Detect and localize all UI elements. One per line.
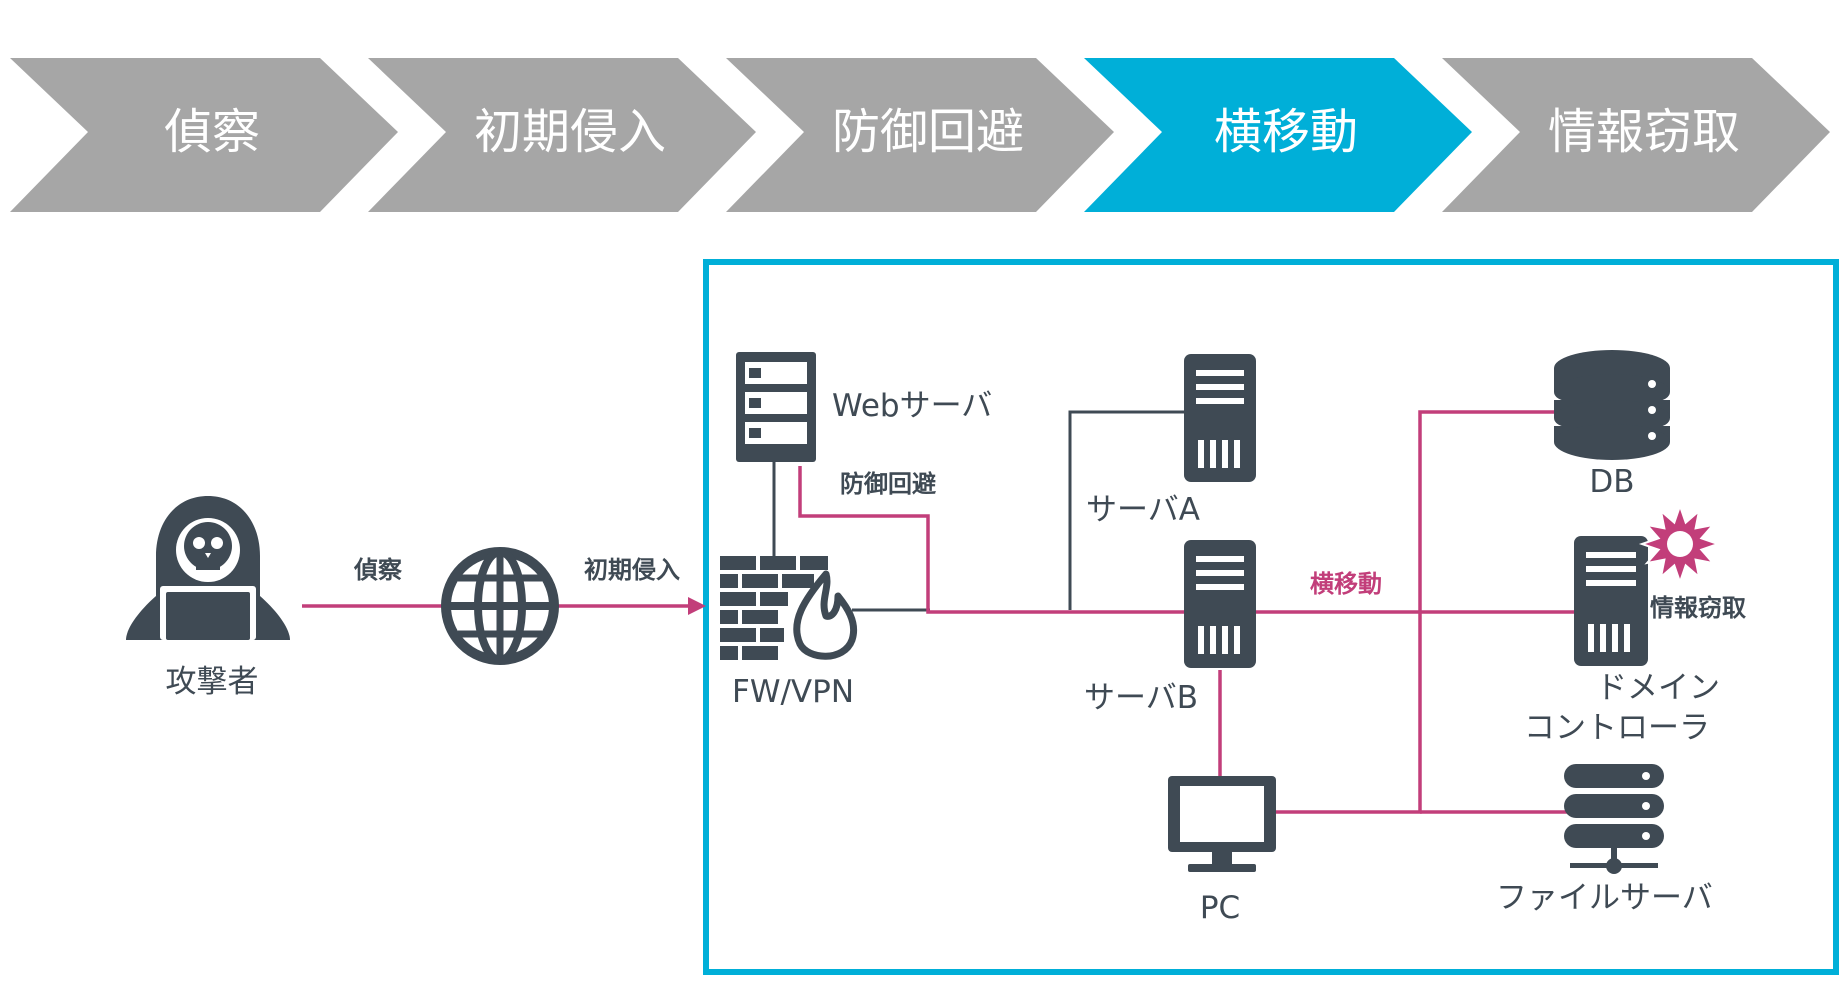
path-pc-db [1272,410,1554,814]
phase-defense-evasion: 防御回避 [726,58,1114,212]
connections [302,410,1576,814]
tower-server-icon [1184,540,1256,668]
tower-server-icon [1184,354,1256,482]
phase-recon-label: 偵察 [164,104,260,160]
node-pc: PC [1168,776,1276,926]
server-b-label: サーバB [1084,680,1198,716]
path-evasion [798,466,1184,614]
phase-exfiltration: 情報窃取 [1442,58,1830,212]
firewall-icon [720,556,857,660]
internal-network-boundary [703,259,1839,975]
phase-lateral-movement-label: 横移動 [1214,104,1358,160]
phase-initial-access: 初期侵入 [368,58,756,212]
node-db: DB [1552,350,1672,500]
db-label: DB [1589,464,1634,500]
arrow-head [688,597,706,615]
tower-server-icon [1574,536,1648,666]
file-server-label: ファイルサーバ [1496,880,1713,916]
hacker-icon [126,496,290,640]
edge-label-lateral-movement: 横移動 [1310,570,1382,598]
node-file-server: ファイルサーバ [1496,764,1713,916]
domain-controller-label-line1: ドメイン [1596,670,1720,706]
database-icon [1552,350,1672,460]
attacker-label: 攻撃者 [166,664,259,700]
phase-bar: 偵察 初期侵入 防御回避 横移動 情報窃取 [10,58,1830,212]
stacked-server-icon [1564,764,1664,874]
link-server-a [1068,410,1184,610]
node-attacker: 攻撃者 [126,496,290,700]
monitor-icon [1168,776,1276,872]
phase-defense-evasion-label: 防御回避 [832,104,1024,160]
rack-server-icon [736,352,816,462]
node-firewall: FW/VPN [720,556,857,710]
pc-label: PC [1200,890,1240,926]
phase-recon: 偵察 [10,58,398,212]
server-a-label: サーバA [1086,492,1200,528]
phase-lateral-movement: 横移動 [1084,58,1472,212]
phase-exfiltration-label: 情報窃取 [1548,104,1740,160]
node-server-a: サーバA [1086,354,1256,528]
web-server-label: Webサーバ [832,388,992,424]
breach-burst-icon [1638,502,1722,586]
domain-controller-label-line2: コントローラ [1524,710,1710,746]
edge-label-initial-access: 初期侵入 [584,556,680,584]
firewall-label: FW/VPN [732,674,854,710]
edge-label-recon: 偵察 [353,556,403,584]
globe-icon [441,547,559,665]
node-server-b: サーバB [1084,540,1256,716]
edge-label-exfiltration: 情報窃取 [1650,594,1746,622]
edge-label-defense-evasion: 防御回避 [840,470,936,498]
phase-initial-access-label: 初期侵入 [474,104,666,160]
node-web-server: Webサーバ [736,352,992,462]
node-domain-controller: ドメイン コントローラ [1524,502,1722,746]
